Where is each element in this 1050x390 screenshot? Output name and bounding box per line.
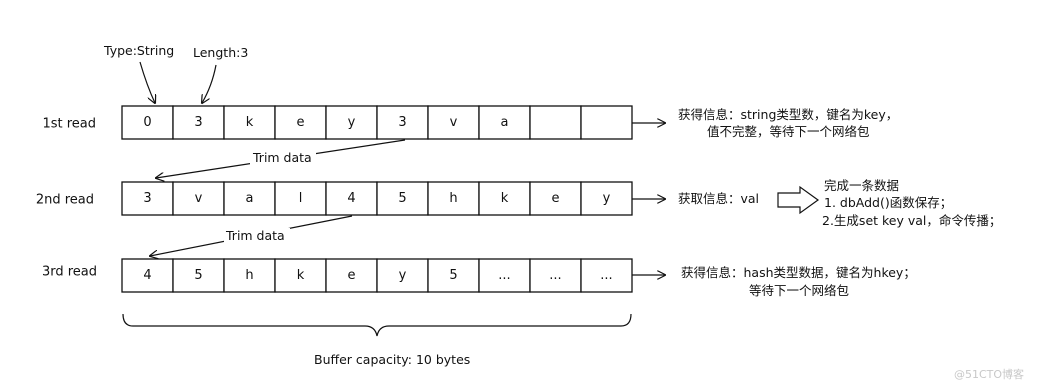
result-block-arrow [777, 185, 820, 215]
buffer-cell: k [223, 105, 276, 140]
row-label-1st-read: 1st read [42, 117, 96, 132]
buffer-cell: a [478, 105, 531, 140]
svg-text:3: 3 [194, 115, 202, 130]
svg-text:a: a [246, 191, 254, 206]
length-pointer-arrow [202, 64, 217, 103]
buffer-cell: a [223, 181, 276, 216]
buffer-cell: 4 [325, 181, 378, 216]
svg-text:a: a [501, 115, 509, 130]
buffer-cell: v [427, 105, 480, 140]
buffer-cell: k [478, 181, 531, 216]
svg-text:4: 4 [143, 268, 151, 283]
buffer-cell: k [274, 258, 327, 293]
buffer-cell: 3 [172, 105, 225, 140]
svg-text:5: 5 [449, 268, 457, 283]
svg-text:y: y [603, 191, 611, 206]
buffer-cell: h [427, 181, 480, 216]
svg-text:v: v [450, 115, 458, 130]
svg-text:e: e [348, 268, 356, 283]
result-line-3: 2.生成set key val，命令传播； [822, 213, 1001, 228]
svg-text:4: 4 [347, 191, 355, 206]
buffer-cell: h [223, 258, 276, 293]
buffer-cell: 5 [427, 258, 480, 293]
svg-text:3: 3 [143, 191, 151, 206]
buffer-cell: 3 [121, 181, 174, 216]
svg-text:...: ... [498, 268, 510, 283]
buffer-row-2: 3 v a l 4 5 h k e y [121, 181, 633, 216]
row-note-2: 获取信息：val [678, 191, 759, 206]
svg-text:3: 3 [398, 115, 406, 130]
result-line-1: 完成一条数据 [824, 178, 899, 193]
buffer-cell [580, 105, 633, 140]
buffer-cell: e [325, 258, 378, 293]
row-note-3-line-1: 获得信息：hash类型数据，键名为hkey； [681, 265, 916, 280]
buffer-cell: y [376, 258, 429, 293]
svg-text:h: h [245, 268, 253, 283]
buffer-cell: 3 [376, 105, 429, 140]
buffer-cell: y [580, 181, 633, 216]
svg-text:5: 5 [194, 268, 202, 283]
buffer-cell: 5 [376, 181, 429, 216]
buffer-cell: ... [580, 258, 633, 293]
svg-text:k: k [246, 115, 254, 130]
svg-text:v: v [195, 191, 203, 206]
buffer-capacity-caption: Buffer capacity: 10 bytes [314, 352, 470, 367]
buffer-cell: ... [478, 258, 531, 293]
svg-text:l: l [299, 191, 303, 206]
length-annotation: Length:3 [193, 45, 248, 60]
trim-label-bg-1 [250, 150, 316, 166]
svg-text:h: h [449, 191, 457, 206]
buffer-cell: 5 [172, 258, 225, 293]
buffer-cell: e [529, 181, 582, 216]
buffer-brace [122, 313, 632, 337]
buffer-cell: e [274, 105, 327, 140]
buffer-row-3: 4 5 h k e y 5 ... ... ... [121, 258, 633, 293]
row-note-3-line-2: 等待下一个网络包 [749, 283, 849, 298]
watermark: @51CTO博客 [954, 367, 1024, 381]
buffer-cell: y [325, 105, 378, 140]
buffer-cell: 0 [121, 105, 174, 140]
svg-text:e: e [297, 115, 305, 130]
svg-text:k: k [501, 191, 509, 206]
row-label-2nd-read: 2nd read [36, 193, 94, 208]
svg-text:5: 5 [398, 191, 406, 206]
trim-label-1: Trim data [252, 150, 312, 165]
svg-text:y: y [399, 268, 407, 283]
buffer-row-1: 0 3 k e y 3 v a [121, 105, 633, 140]
svg-text:0: 0 [143, 115, 151, 130]
svg-text:e: e [552, 191, 560, 206]
svg-text:...: ... [600, 268, 612, 283]
svg-text:k: k [297, 268, 305, 283]
svg-text:y: y [348, 115, 356, 130]
buffer-cell: l [274, 181, 327, 216]
buffer-cell [529, 105, 582, 140]
type-annotation: Type:String [103, 43, 174, 58]
trim-label-2: Trim data [225, 228, 285, 243]
buffer-cell: ... [529, 258, 582, 293]
row-note-1-line-2: 值不完整，等待下一个网络包 [707, 124, 870, 139]
row-note-1-line-1: 获得信息：string类型数，键名为key， [678, 107, 898, 122]
row-label-3rd-read: 3rd read [42, 265, 97, 280]
buffer-cell: v [172, 181, 225, 216]
trim-label-bg-2 [224, 228, 290, 244]
buffer-cell: 4 [121, 258, 174, 293]
svg-text:...: ... [549, 268, 561, 283]
type-pointer-arrow [139, 61, 155, 103]
result-line-2: 1. dbAdd()函数保存； [824, 195, 952, 210]
